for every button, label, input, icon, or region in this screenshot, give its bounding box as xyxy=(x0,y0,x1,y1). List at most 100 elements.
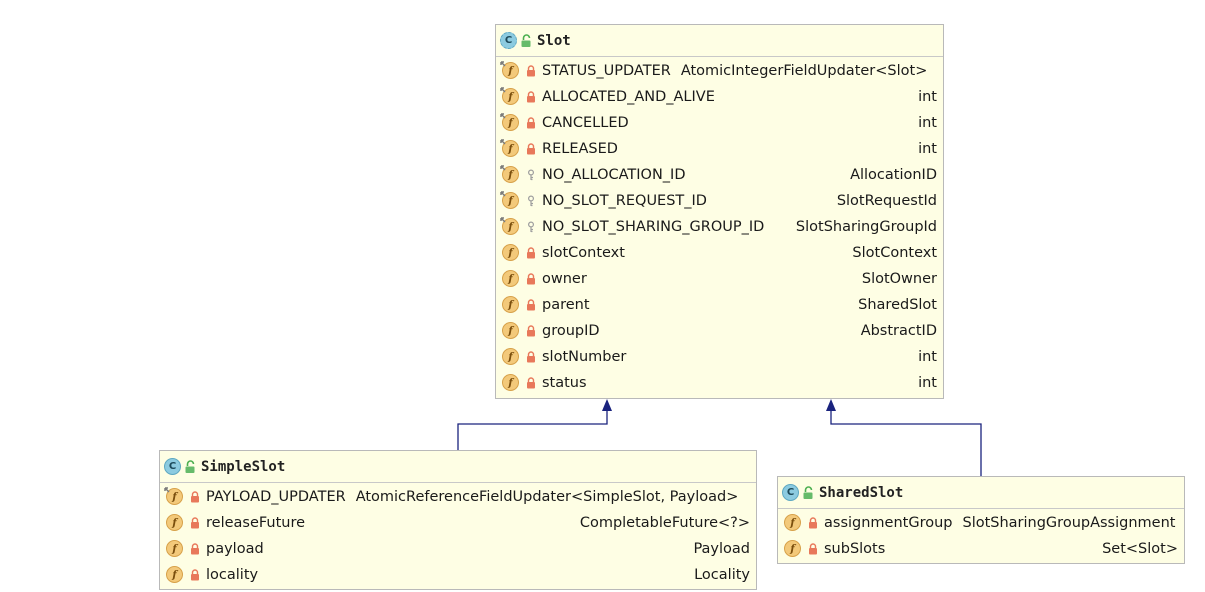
field-type: SlotOwner xyxy=(861,271,937,287)
field-row[interactable]: f PAYLOAD_UPDATER AtomicReferenceFieldUpda… xyxy=(160,484,756,510)
private-lock-icon xyxy=(527,91,535,103)
private-lock-icon xyxy=(191,569,199,581)
field-row[interactable]: f NO_SLOT_REQUEST_ID SlotRequestId xyxy=(496,188,943,214)
static-field-icon: f xyxy=(500,113,520,133)
private-lock-icon xyxy=(191,543,199,555)
field-type: int xyxy=(918,89,937,105)
field-f-glyph: f xyxy=(502,218,519,235)
field-f-glyph: f xyxy=(502,88,519,105)
class-icon: C xyxy=(164,458,181,475)
field-type: AtomicReferenceFieldUpdater<SimpleSlot, … xyxy=(355,489,739,505)
public-unlock-icon xyxy=(803,485,813,499)
field-type: SharedSlot xyxy=(858,297,937,313)
private-lock-icon xyxy=(191,517,199,529)
class-header: C SharedSlot xyxy=(778,477,1184,509)
field-f-glyph: f xyxy=(784,540,801,557)
class-name: Slot xyxy=(537,32,571,49)
field-f-glyph: f xyxy=(502,244,519,261)
private-lock-icon xyxy=(527,65,535,77)
field-name: status xyxy=(542,375,587,391)
static-pin-icon xyxy=(500,113,506,119)
static-field-icon: f xyxy=(500,139,520,159)
field-type: SlotSharingGroupAssignment xyxy=(962,515,1176,531)
field-icon: f xyxy=(500,321,520,341)
private-lock-icon xyxy=(527,273,535,285)
private-lock-icon xyxy=(809,543,817,555)
private-lock-icon xyxy=(191,491,199,503)
field-row[interactable]: f CANCELLED int xyxy=(496,110,943,136)
field-name: locality xyxy=(206,567,259,583)
abstract-class-icon: C xyxy=(500,32,517,49)
field-icon: f xyxy=(164,565,184,585)
field-name: PAYLOAD_UPDATER xyxy=(206,489,346,505)
field-name: CANCELLED xyxy=(542,115,629,131)
class-box-simpleslot[interactable]: C SimpleSlot f PAYLOAD_UPDATER AtomicRefer… xyxy=(159,450,757,590)
static-field-icon: f xyxy=(500,87,520,107)
package-key-icon xyxy=(527,195,535,207)
field-f-glyph: f xyxy=(502,322,519,339)
field-type: AbstractID xyxy=(860,323,937,339)
edge-sharedslot-to-slot xyxy=(830,410,982,476)
public-unlock-icon xyxy=(185,459,195,473)
field-f-glyph: f xyxy=(784,514,801,531)
field-f-glyph: f xyxy=(502,270,519,287)
field-row[interactable]: f owner SlotOwner xyxy=(496,266,943,292)
field-type: CompletableFuture<?> xyxy=(579,515,750,531)
field-type: SlotRequestId xyxy=(836,193,937,209)
field-f-glyph: f xyxy=(502,374,519,391)
field-list: f PAYLOAD_UPDATER AtomicReferenceFieldUpda… xyxy=(160,483,756,588)
field-name: groupID xyxy=(542,323,600,339)
field-type: Payload xyxy=(693,541,750,557)
field-name: slotContext xyxy=(542,245,625,261)
field-f-glyph: f xyxy=(166,514,183,531)
static-field-icon: f xyxy=(500,191,520,211)
field-f-glyph: f xyxy=(502,348,519,365)
field-row[interactable]: f slotContext SlotContext xyxy=(496,240,943,266)
static-pin-icon xyxy=(500,165,506,171)
field-type: SlotContext xyxy=(852,245,937,261)
field-type: AllocationID xyxy=(850,167,937,183)
static-pin-icon xyxy=(500,87,506,93)
private-lock-icon xyxy=(527,325,535,337)
field-icon: f xyxy=(500,269,520,289)
private-lock-icon xyxy=(527,117,535,129)
field-name: subSlots xyxy=(824,541,886,557)
class-header: C SimpleSlot xyxy=(160,451,756,483)
field-type: SlotSharingGroupId xyxy=(795,219,937,235)
field-row[interactable]: f subSlots Set<Slot> xyxy=(778,536,1184,562)
private-lock-icon xyxy=(527,143,535,155)
field-icon: f xyxy=(164,539,184,559)
field-f-glyph: f xyxy=(166,540,183,557)
field-name: owner xyxy=(542,271,587,287)
class-name: SimpleSlot xyxy=(201,458,286,475)
static-field-icon: f xyxy=(500,61,520,81)
field-f-glyph: f xyxy=(502,140,519,157)
field-name: STATUS_UPDATER xyxy=(542,63,671,79)
field-icon: f xyxy=(782,539,802,559)
class-name: SharedSlot xyxy=(819,484,904,501)
field-type: int xyxy=(918,115,937,131)
static-field-icon: f xyxy=(500,165,520,185)
arrowhead-simpleslot xyxy=(602,399,612,411)
field-row[interactable]: f groupID AbstractID xyxy=(496,318,943,344)
static-field-icon: f xyxy=(164,487,184,507)
field-icon: f xyxy=(782,513,802,533)
field-name: NO_SLOT_REQUEST_ID xyxy=(542,193,707,209)
static-pin-icon xyxy=(500,139,506,145)
field-type: Set<Slot> xyxy=(1102,541,1178,557)
